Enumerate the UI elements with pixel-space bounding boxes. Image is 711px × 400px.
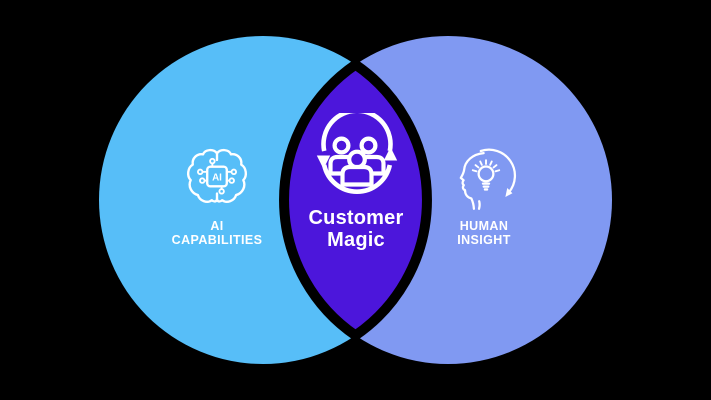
- neck-line: [477, 200, 481, 210]
- back-left-person-head: [332, 136, 351, 155]
- lightbulb-globe: [477, 165, 495, 183]
- back-right-person-head: [359, 136, 378, 155]
- intersection-lens: [279, 58, 432, 342]
- arrow-head: [505, 188, 513, 197]
- sync-ring-bottom-arc: [321, 164, 393, 194]
- head-lightbulb-icon: [459, 148, 517, 210]
- right-up-arrowhead: [383, 147, 398, 161]
- intersection-label: Customer Magic: [308, 207, 404, 251]
- ai-chip-label: AI: [212, 172, 222, 183]
- brain-ai-chip-icon: AI: [186, 148, 248, 203]
- left-down-arrowhead: [316, 155, 331, 169]
- head-profile-outline: [459, 151, 485, 210]
- right-set-label: HUMAN INSIGHT: [457, 219, 511, 247]
- people-sync-icon: [316, 113, 398, 194]
- sync-ring-top-arc: [321, 113, 393, 152]
- front-person-body: [340, 164, 374, 187]
- left-set-label: AI CAPABILITIES: [171, 219, 263, 247]
- circular-arrow-arc: [479, 148, 517, 194]
- lightbulb-rays: [471, 159, 501, 173]
